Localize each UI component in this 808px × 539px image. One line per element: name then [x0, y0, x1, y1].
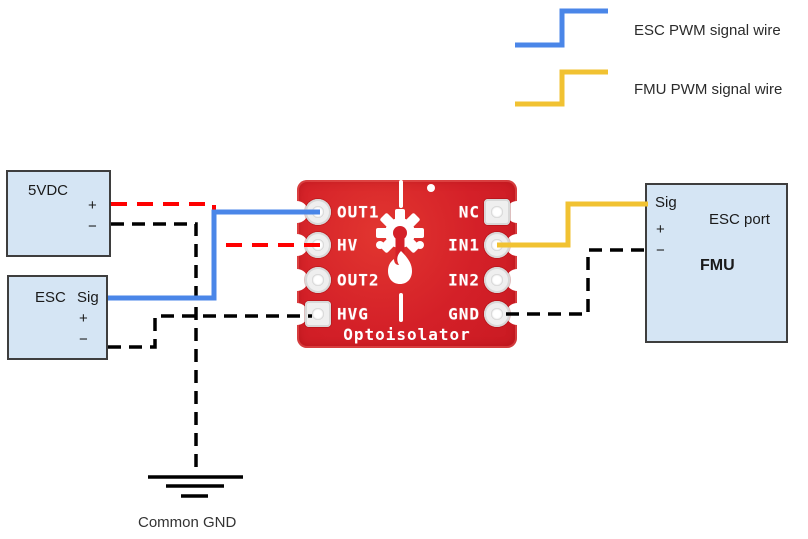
legend-fmu-swatch: [515, 69, 608, 107]
legend-esc-swatch: [515, 8, 608, 48]
pin-label-out1: OUT1: [337, 202, 380, 222]
wire-power-negative-to-ground: [111, 222, 198, 474]
optoisolator-board: OUT1 HV OUT2 HVG NC IN1 IN2 GND: [297, 180, 517, 348]
wire-esc-signal: [108, 209, 320, 301]
power-plus-terminal: +: [88, 197, 97, 214]
legend-fmu-label: FMU PWM signal wire: [634, 81, 783, 98]
pad-in2: [484, 267, 510, 293]
pin-label-nc: NC: [458, 202, 480, 222]
silkscreen-tick-bottom: [399, 293, 403, 322]
silkscreen-tick-top: [399, 180, 403, 208]
common-gnd-label: Common GND: [138, 514, 237, 531]
ground-symbol-icon: [148, 475, 243, 498]
pad-in1: [484, 232, 510, 258]
legend-esc-label: ESC PWM signal wire: [634, 22, 781, 39]
fmu-box: Sig + − ESC port FMU: [645, 183, 788, 343]
fmu-plus-terminal: +: [656, 221, 665, 238]
pad-out1: [305, 199, 331, 225]
silkscreen-dot: [376, 241, 384, 249]
esc-sig-terminal: Sig: [77, 289, 99, 306]
power-supply-label: 5VDC: [28, 182, 69, 199]
pin-label-hvg: HVG: [337, 304, 369, 324]
esc-plus-terminal: +: [79, 310, 88, 327]
board-title: Optoisolator: [343, 325, 471, 344]
power-minus-terminal: −: [88, 218, 97, 235]
pin-label-out2: OUT2: [337, 270, 380, 290]
fmu-sig-terminal: Sig: [655, 194, 677, 211]
pin-label-gnd: GND: [448, 304, 480, 324]
esc-box: ESC Sig + −: [7, 275, 108, 360]
esc-minus-terminal: −: [79, 331, 88, 348]
gear-icon: [376, 209, 424, 261]
wire-fmu-signal: [497, 201, 648, 248]
power-supply-box: 5VDC + −: [6, 170, 111, 257]
fmu-esc-port-label: ESC port: [709, 211, 770, 228]
fmu-minus-terminal: −: [656, 242, 665, 259]
board-notch: [297, 303, 308, 325]
pad-hvg: [305, 301, 331, 327]
pad-out2: [305, 267, 331, 293]
wire-fmu-ground: [503, 248, 644, 316]
flame-icon: [388, 251, 412, 284]
wire-power-positive: [111, 202, 320, 247]
pad-gnd: [484, 301, 510, 327]
pin-label-hv: HV: [337, 235, 359, 255]
wire-esc-ground: [108, 314, 312, 349]
pad-nc: [484, 199, 510, 225]
pin-label-in2: IN2: [448, 270, 480, 290]
silkscreen-dot: [416, 241, 424, 249]
pin-label-in1: IN1: [448, 235, 480, 255]
fmu-title: FMU: [700, 257, 735, 274]
esc-label: ESC: [35, 289, 66, 306]
silkscreen-dot: [427, 184, 435, 192]
pad-hv: [305, 232, 331, 258]
